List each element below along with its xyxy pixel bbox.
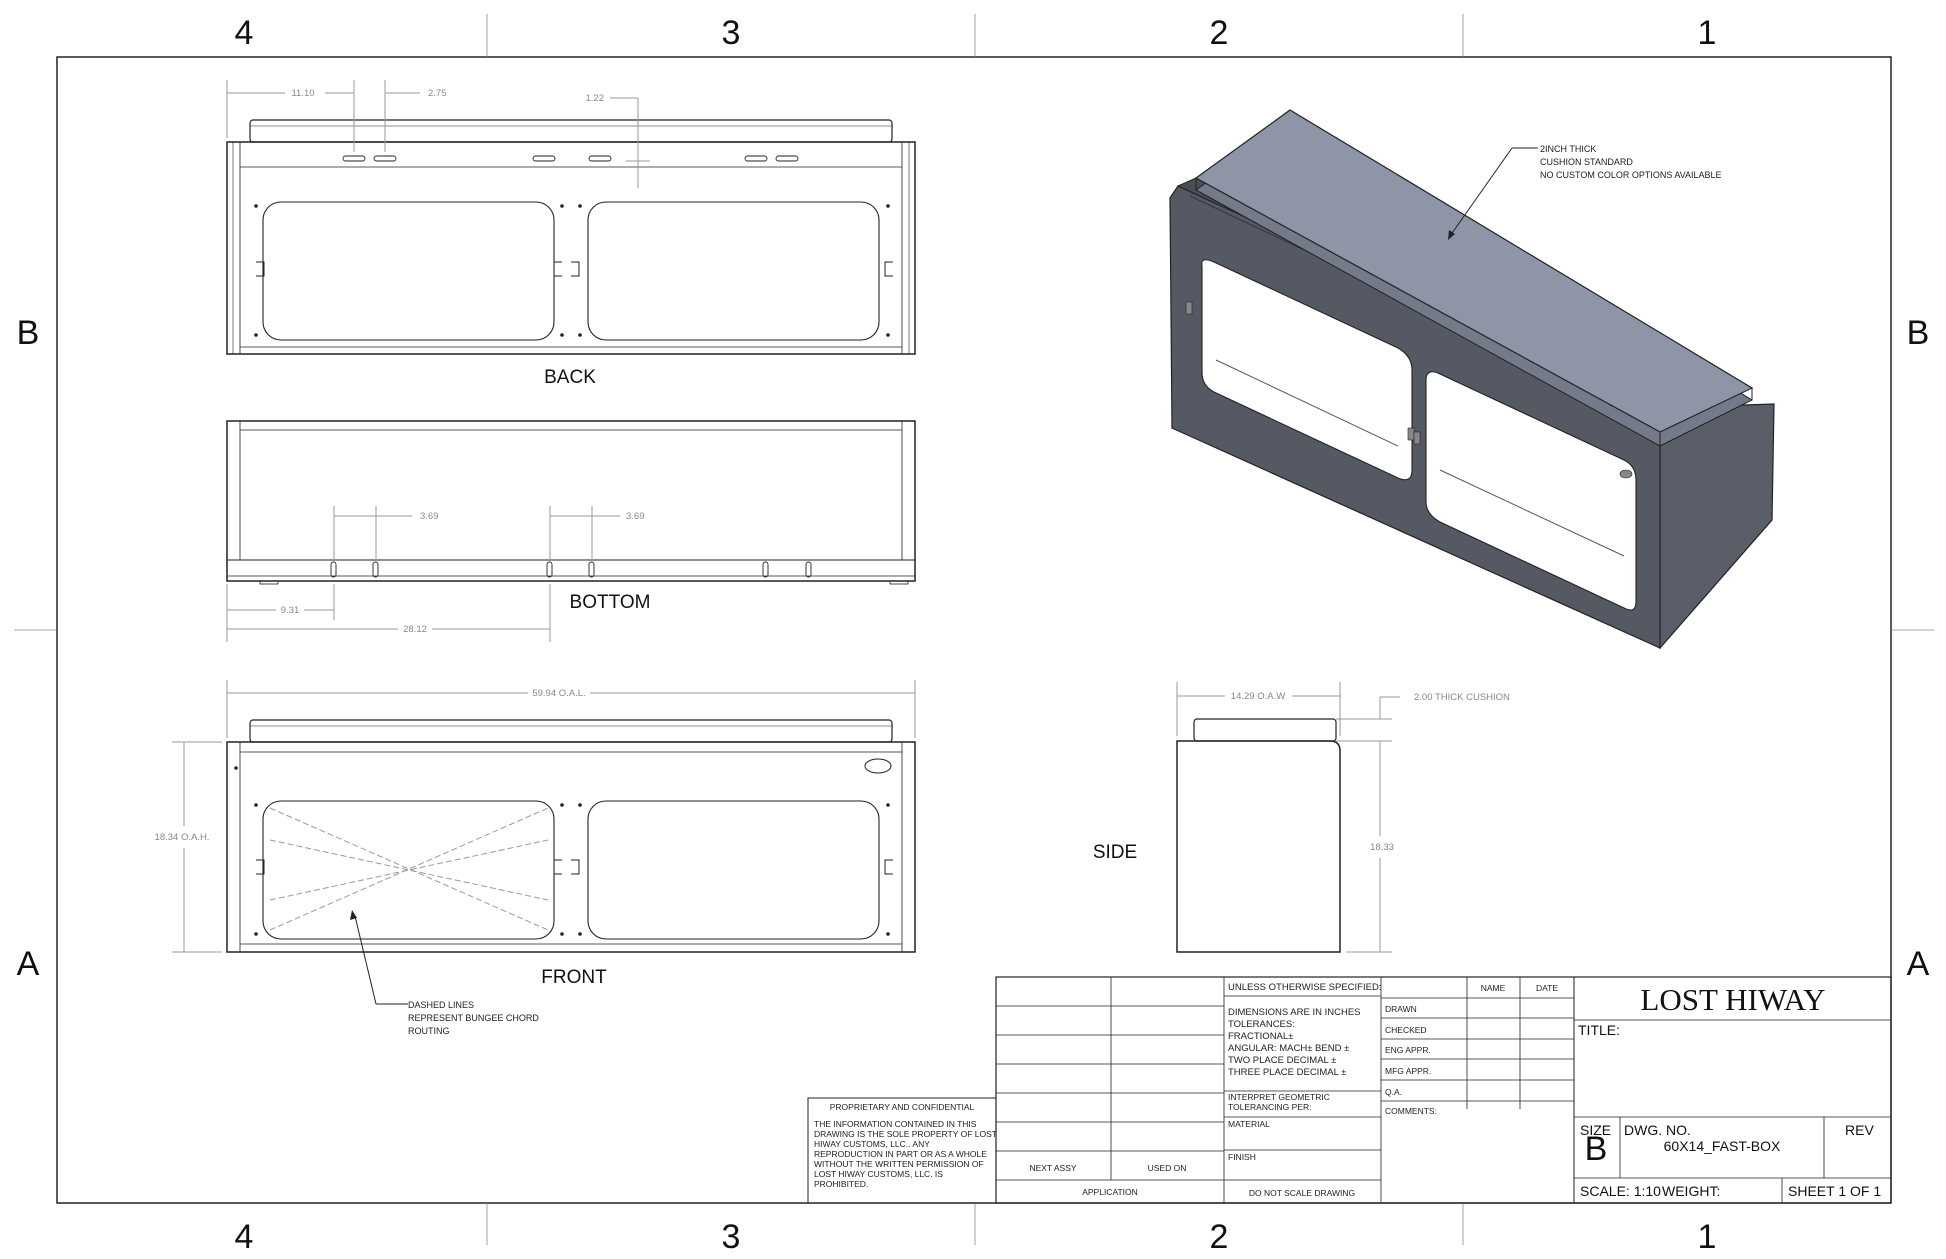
view-label-bottom: BOTTOM (570, 592, 651, 613)
date-header: DATE (1536, 983, 1558, 993)
proprietary-title: PROPRIETARY AND CONFIDENTIAL (830, 1102, 975, 1112)
dwg-no-label: DWG. NO. (1624, 1122, 1691, 1138)
dim-cushion: 2.00 THICK CUSHION (1414, 692, 1510, 703)
proprietary-line-3: HIWAY CUSTOMS, LLC.. ANY (814, 1139, 930, 1149)
interpret-line-2: TOLERANCING PER: (1228, 1102, 1311, 1112)
zone-col-2-bottom: 2 (1210, 1218, 1229, 1256)
proprietary-line-7: PROHIBITED. (814, 1179, 868, 1189)
zone-col-2-top: 2 (1210, 14, 1229, 52)
material-label: MATERIAL (1228, 1119, 1270, 1129)
front-view (226, 719, 916, 953)
zone-col-1-top: 1 (1698, 14, 1717, 52)
tolerance-line-2: TOLERANCES: (1228, 1019, 1295, 1030)
do-not-scale-label: DO NOT SCALE DRAWING (1249, 1188, 1355, 1198)
dim-bottom-offset: 9.31 (281, 605, 300, 616)
approval-checked: CHECKED (1385, 1025, 1427, 1035)
dim-bottom-spacing-1: 3.69 (420, 511, 439, 522)
zone-row-a-left: A (17, 945, 40, 983)
note-dashed-line-3: ROUTING (408, 1026, 450, 1036)
dwg-no-value: 60X14_FAST-BOX (1664, 1138, 1781, 1154)
side-view: SIDE (1093, 718, 1341, 953)
next-assy-label: NEXT ASSY (1029, 1163, 1076, 1173)
proprietary-line-6: LOST HIWAY CUSTOMS, LLC. IS (814, 1169, 943, 1179)
front-dimensions: 59.94 O.A.L. 18.34 O.A.H. FRONT (155, 680, 916, 988)
zone-row-a-right: A (1907, 945, 1930, 983)
back-view (226, 119, 916, 355)
scale-label: SCALE: 1:10 (1580, 1183, 1661, 1199)
dim-overall-length: 59.94 O.A.L. (532, 688, 585, 699)
tolerance-line-1: DIMENSIONS ARE IN INCHES (1228, 1007, 1361, 1018)
used-on-label: USED ON (1148, 1163, 1187, 1173)
isometric-view: 2INCH THICK CUSHION STANDARD NO CUSTOM C… (1169, 109, 1775, 650)
back-dimensions: 11.10 2.75 1.22 BACK (226, 80, 650, 388)
note-dashed-line-1: DASHED LINES (408, 1000, 474, 1010)
dim-overall-width: 14.29 O.A.W (1231, 691, 1285, 702)
size-value: B (1585, 1130, 1608, 1168)
dim-bottom-span: 28.12 (403, 624, 427, 635)
bottom-dimensions: 3.69 3.69 9.31 28.12 BOTTOM (226, 506, 651, 642)
zone-col-3-bottom: 3 (722, 1218, 741, 1256)
tolerance-line-4: ANGULAR: MACH± BEND ± (1228, 1043, 1349, 1054)
note-dashed-line-2: REPRESENT BUNGEE CHORD (408, 1013, 539, 1023)
view-label-back: BACK (544, 367, 596, 388)
view-label-front: FRONT (541, 967, 607, 988)
zone-row-b-left: B (17, 314, 40, 352)
dim-bottom-spacing-2: 3.69 (626, 511, 645, 522)
zone-col-4-bottom: 4 (235, 1218, 254, 1256)
name-header: NAME (1481, 983, 1506, 993)
approval-drawn: DRAWN (1385, 1004, 1417, 1014)
unless-specified-label: UNLESS OTHERWISE SPECIFIED: (1228, 982, 1381, 993)
size-label: SIZE (1580, 1122, 1611, 1138)
proprietary-line-4: REPRODUCTION IN PART OR AS A WHOLE (814, 1149, 987, 1159)
side-dimensions: 14.29 O.A.W 2.00 THICK CUSHION 18.33 (1176, 682, 1510, 953)
zone-row-b-right: B (1907, 314, 1930, 352)
tolerance-line-6: THREE PLACE DECIMAL ± (1228, 1067, 1346, 1078)
tolerance-line-5: TWO PLACE DECIMAL ± (1228, 1055, 1336, 1066)
company-name: LOST HIWAY (1640, 982, 1825, 1017)
zone-col-3-top: 3 (722, 14, 741, 52)
weight-label: WEIGHT: (1662, 1183, 1720, 1199)
title-label: TITLE: (1578, 1022, 1620, 1038)
zone-col-1-bottom: 1 (1698, 1218, 1717, 1256)
tolerance-line-3: FRACTIONAL± (1228, 1031, 1293, 1042)
finish-label: FINISH (1228, 1152, 1256, 1162)
dim-back-left: 11.10 (291, 88, 314, 99)
dim-back-spacing: 2.75 (428, 88, 447, 99)
note-cushion-line-2: CUSHION STANDARD (1540, 157, 1633, 167)
proprietary-line-2: DRAWING IS THE SOLE PROPERTY OF LOST (814, 1129, 997, 1139)
note-cushion-line-3: NO CUSTOM COLOR OPTIONS AVAILABLE (1540, 170, 1722, 180)
sheet-label: SHEET 1 OF 1 (1788, 1183, 1881, 1199)
comments-label: COMMENTS: (1385, 1106, 1437, 1116)
application-label: APPLICATION (1082, 1187, 1138, 1197)
title-block: PROPRIETARY AND CONFIDENTIAL THE INFORMA… (807, 976, 1892, 1204)
zone-col-4-top: 4 (235, 14, 254, 52)
proprietary-line-1: THE INFORMATION CONTAINED IN THIS (814, 1119, 977, 1129)
approval-qa: Q.A. (1385, 1087, 1402, 1097)
approval-eng: ENG APPR. (1385, 1045, 1431, 1055)
interpret-line-1: INTERPRET GEOMETRIC (1228, 1092, 1330, 1102)
view-label-side: SIDE (1093, 842, 1137, 863)
proprietary-line-5: WITHOUT THE WRITTEN PERMISSION OF (814, 1159, 984, 1169)
dashed-lines-note: DASHED LINES REPRESENT BUNGEE CHORD ROUT… (350, 910, 539, 1036)
bottom-view (226, 420, 916, 585)
dim-overall-height: 18.34 O.A.H. (155, 832, 210, 843)
dim-side-height: 18.33 (1370, 842, 1394, 853)
zone-labels: 4 3 2 1 4 3 2 1 B A B A (17, 14, 1930, 1256)
note-cushion-line-1: 2INCH THICK (1540, 144, 1596, 154)
dim-back-top: 1.22 (586, 93, 605, 104)
approval-mfg: MFG APPR. (1385, 1066, 1431, 1076)
rev-label: REV (1845, 1122, 1874, 1138)
